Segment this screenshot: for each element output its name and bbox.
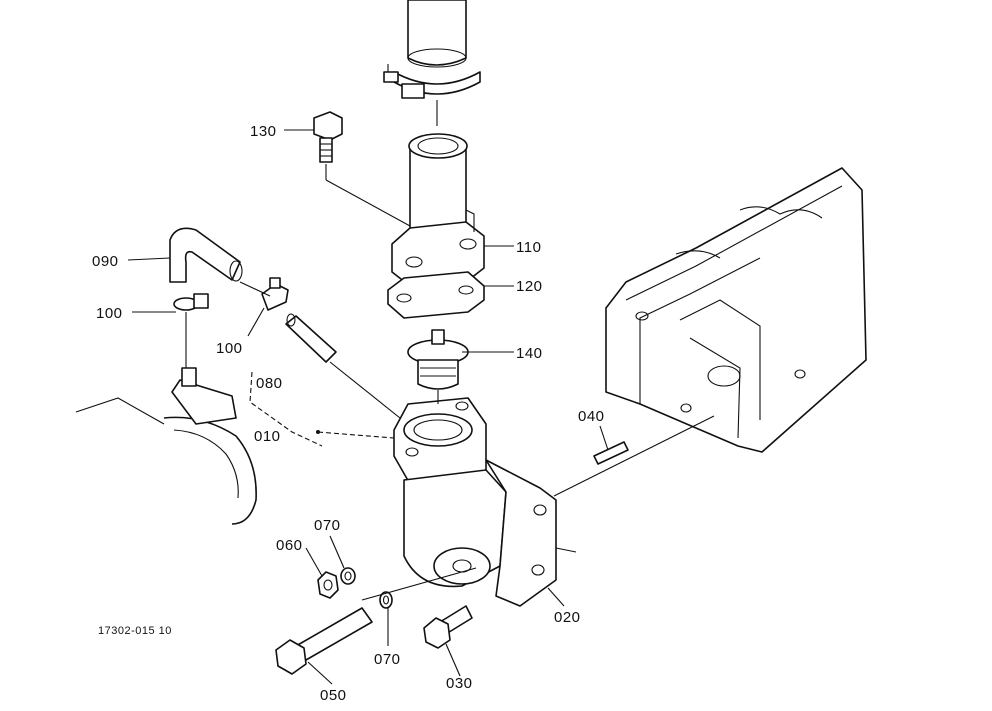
label-080: 080: [256, 375, 283, 392]
label-leaders: [127, 129, 609, 685]
gasket-120: [387, 271, 485, 319]
part-labels: 130 110 120 090 100 100 140 080 010 040 …: [92, 123, 605, 704]
label-100-left: 100: [96, 305, 123, 322]
label-070-upper: 070: [314, 517, 341, 534]
label-120: 120: [516, 278, 543, 295]
cylinder-head: [605, 167, 867, 453]
label-030: 030: [446, 675, 473, 692]
label-050: 050: [320, 687, 347, 704]
bolt-030: [423, 605, 473, 649]
figure-code: 17302-015 10: [98, 625, 172, 637]
label-060: 060: [276, 537, 303, 554]
label-090: 090: [92, 253, 119, 270]
label-010: 010: [254, 428, 281, 445]
label-140: 140: [516, 345, 543, 362]
label-100-right: 100: [216, 340, 243, 357]
pipe-080: [285, 313, 337, 363]
hose-090: [169, 227, 243, 283]
bolt-130: [313, 111, 343, 163]
label-130: 130: [250, 123, 277, 140]
washer-070-upper: [340, 567, 356, 585]
bolt-050: [275, 567, 477, 675]
water-outlet-110: [391, 133, 485, 287]
clamp-100-right: [261, 277, 289, 311]
washer-070-lower: [379, 591, 393, 609]
upper-hose: [383, 0, 481, 99]
clamp-100-left: [173, 293, 209, 311]
thermostat-140: [407, 329, 469, 390]
label-040: 040: [578, 408, 605, 425]
thermostat-housing: [393, 397, 577, 607]
label-110: 110: [516, 239, 541, 256]
nut-060: [317, 571, 339, 599]
label-070-lower: 070: [374, 651, 401, 668]
center-lines: [185, 100, 439, 447]
stud-040: [553, 415, 715, 497]
water-pump-fragment: [75, 367, 257, 525]
label-020: 020: [554, 609, 581, 626]
